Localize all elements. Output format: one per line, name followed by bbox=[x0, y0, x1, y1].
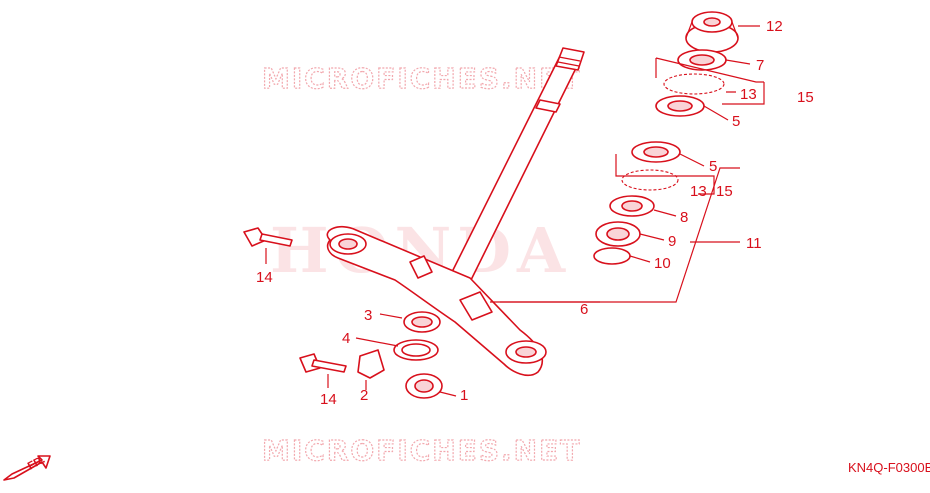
watermark-top: MICROFICHES.NET bbox=[262, 62, 581, 95]
leader-lines bbox=[265, 25, 765, 397]
callout-2: 2 bbox=[360, 387, 368, 404]
upper-bearing-stack bbox=[655, 11, 739, 117]
callout-6: 6 bbox=[580, 301, 588, 318]
steering-stem bbox=[326, 47, 585, 377]
callout-8: 8 bbox=[680, 209, 688, 226]
callout-15-lower: 15 bbox=[716, 183, 733, 200]
diagram-code: KN4Q-F0300B bbox=[848, 460, 930, 475]
callout-15-upper: 15 bbox=[797, 89, 814, 106]
callout-5-upper: 5 bbox=[732, 113, 740, 130]
small-parts bbox=[243, 227, 443, 399]
callout-3: 3 bbox=[364, 307, 372, 324]
callout-13-lower: 13 bbox=[690, 183, 707, 200]
callout-7: 7 bbox=[756, 57, 764, 74]
callout-9: 9 bbox=[668, 233, 676, 250]
callout-5-lower: 5 bbox=[709, 158, 717, 175]
callout-4: 4 bbox=[342, 330, 350, 347]
front-direction-arrow: FR. bbox=[3, 454, 51, 481]
callout-1: 1 bbox=[460, 387, 468, 404]
callout-14-lower: 14 bbox=[320, 391, 337, 408]
callout-11: 11 bbox=[746, 235, 762, 252]
watermark-bottom: MICROFICHES.NET bbox=[262, 434, 581, 467]
callout-12: 12 bbox=[766, 18, 783, 35]
callout-10: 10 bbox=[654, 255, 671, 272]
callout-14-upper: 14 bbox=[256, 269, 273, 286]
callout-13-upper: 13 bbox=[740, 86, 757, 103]
